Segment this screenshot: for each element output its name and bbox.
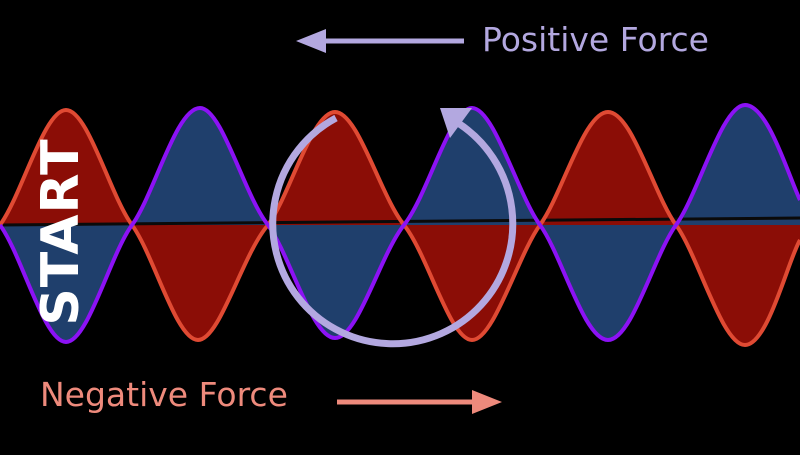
red-wave-fill xyxy=(0,110,800,345)
start-label: START xyxy=(31,138,91,326)
rotation-arrow-arc xyxy=(269,114,517,348)
purple-wave-line xyxy=(0,102,800,345)
positive-force-label: Positive Force xyxy=(482,20,709,59)
negative-force-label: Negative Force xyxy=(40,375,288,414)
blue-wave-fill xyxy=(0,105,800,342)
right-arrow-icon xyxy=(472,390,502,414)
left-arrow-icon xyxy=(296,29,326,53)
rotation-arrowhead-icon xyxy=(440,108,472,138)
